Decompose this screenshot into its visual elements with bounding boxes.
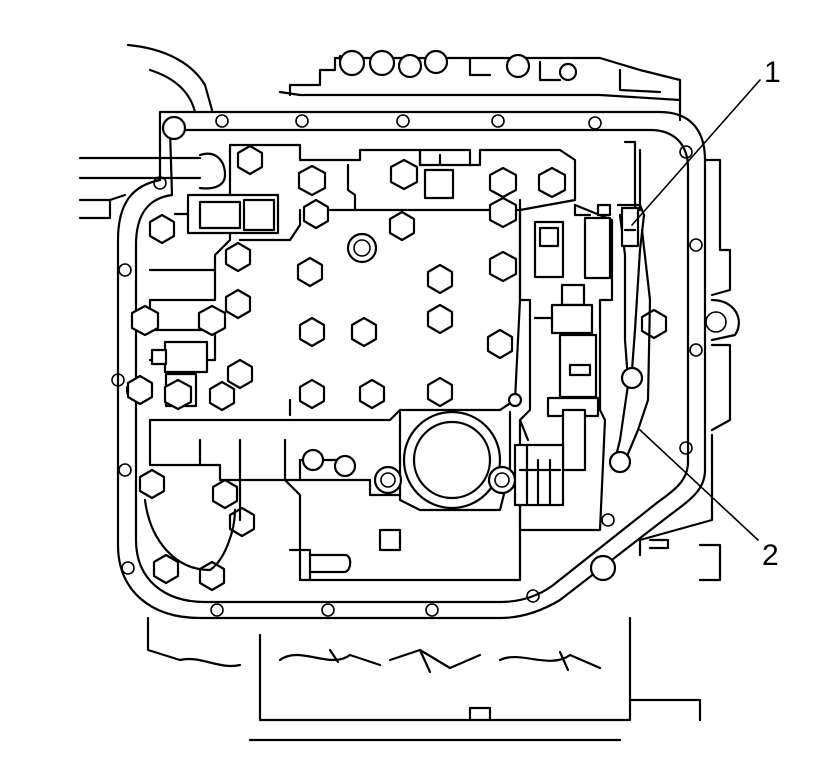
center-boss	[346, 232, 378, 264]
right-solenoid-bank	[507, 198, 614, 532]
filter-port	[373, 410, 517, 512]
transmission-case-right	[638, 158, 740, 582]
transmission-case-bottom	[146, 616, 702, 742]
transmission-case-top	[126, 43, 682, 122]
callout-2: 2	[639, 429, 779, 572]
callout-label-2: 2	[762, 539, 779, 572]
callout-1: 1	[631, 56, 781, 226]
left-solenoid	[173, 193, 280, 235]
valve-body-bolts	[126, 144, 668, 592]
left-shafts	[78, 152, 227, 220]
lower-valve-body	[143, 438, 522, 582]
callout-label-1: 1	[764, 56, 781, 89]
detent-spring	[608, 140, 652, 474]
